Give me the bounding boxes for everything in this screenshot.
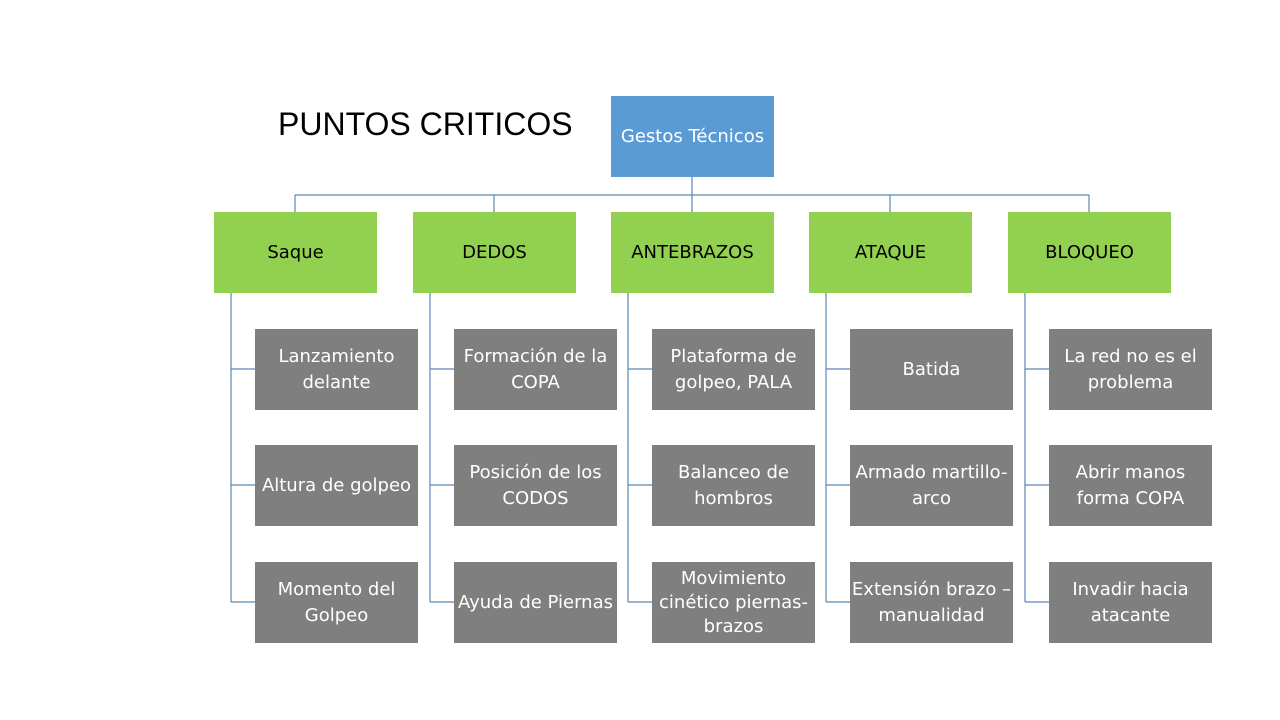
item-node: Balanceo de hombros [652,445,815,526]
root-node: Gestos Técnicos [611,96,774,177]
slide-title: PUNTOS CRITICOS [278,106,573,142]
category-node-bloqueo: BLOQUEO [1008,212,1171,293]
item-node: Extensión brazo – manualidad [850,562,1013,643]
item-node: Batida [850,329,1013,410]
item-node: Abrir manos forma COPA [1049,445,1212,526]
item-node: Armado martillo-arco [850,445,1013,526]
item-node: Lanzamiento delante [255,329,418,410]
category-node-dedos: DEDOS [413,212,576,293]
item-node: Invadir hacia atacante [1049,562,1212,643]
item-node: Plataforma de golpeo, PALA [652,329,815,410]
item-node: Momento del Golpeo [255,562,418,643]
category-node-ataque: ATAQUE [809,212,972,293]
item-node: Posición de los CODOS [454,445,617,526]
item-node: Movimiento cinético piernas-brazos [652,562,815,643]
category-node-saque: Saque [214,212,377,293]
item-node: Ayuda de Piernas [454,562,617,643]
item-node: Altura de golpeo [255,445,418,526]
item-node: Formación de la COPA [454,329,617,410]
item-node: La red no es el problema [1049,329,1212,410]
category-node-antebrazos: ANTEBRAZOS [611,212,774,293]
